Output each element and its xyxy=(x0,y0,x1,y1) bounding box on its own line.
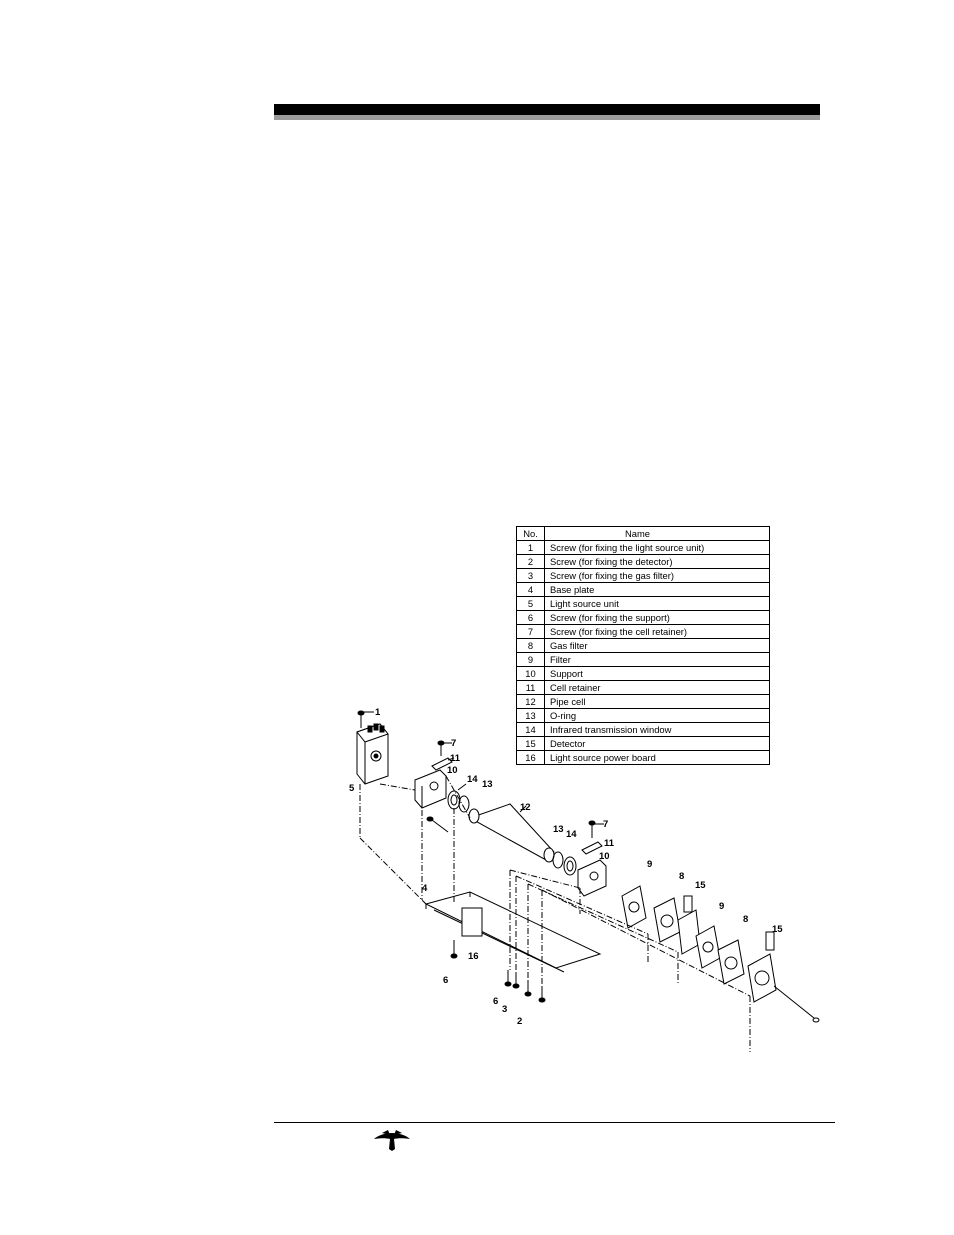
callout: 6 xyxy=(493,996,498,1007)
callout: 15 xyxy=(695,880,706,891)
part-name: Gas filter xyxy=(544,638,770,653)
callout: 13 xyxy=(553,824,564,835)
callout: 13 xyxy=(482,779,493,790)
callout: 2 xyxy=(517,1016,522,1027)
callout: 7 xyxy=(451,738,456,749)
alignment-lines xyxy=(359,775,751,1052)
callout: 11 xyxy=(450,753,461,764)
cell-retainer-left-part xyxy=(414,740,455,809)
part-name: Screw (for fixing the light source unit) xyxy=(544,540,770,555)
header-name: Name xyxy=(544,526,770,541)
part-name: Screw (for fixing the support) xyxy=(544,610,770,625)
part-number: 4 xyxy=(516,582,545,597)
part-number: 11 xyxy=(516,680,545,695)
part-name: Base plate xyxy=(544,582,770,597)
part-name: Light source power board xyxy=(544,750,770,765)
part-number: 1 xyxy=(516,540,545,555)
part-name: Light source unit xyxy=(544,596,770,611)
bottom-screws-part xyxy=(450,940,546,1003)
part-name: Cell retainer xyxy=(544,680,770,695)
part-number: 9 xyxy=(516,652,545,667)
callout: 9 xyxy=(719,901,724,912)
part-name: Support xyxy=(544,666,770,681)
diagram-labels: 1 5 7 11 10 14 13 12 13 14 7 11 10 9 8 1… xyxy=(349,707,783,1027)
filter-group-1-part xyxy=(621,885,701,955)
header-bar-shadow xyxy=(274,115,820,120)
part-number: 6 xyxy=(516,610,545,625)
callout: 8 xyxy=(679,871,684,882)
exploded-diagram: 1 5 7 11 10 14 13 12 13 14 7 11 10 9 8 1… xyxy=(349,707,820,1052)
part-number: 8 xyxy=(516,638,545,653)
part-name: Filter xyxy=(544,652,770,667)
callout: 14 xyxy=(566,829,577,840)
part-name: Screw (for fixing the detector) xyxy=(544,554,770,569)
filter-group-2-part xyxy=(695,925,820,1023)
header-no: No. xyxy=(516,526,545,541)
callout: 9 xyxy=(647,859,652,870)
part-number: 5 xyxy=(516,596,545,611)
pipe-cell-part xyxy=(468,803,555,863)
light-source-unit-part xyxy=(356,723,389,785)
callout: 10 xyxy=(599,851,610,862)
callout: 15 xyxy=(772,924,783,935)
part-name: Screw (for fixing the gas filter) xyxy=(544,568,770,583)
callout: 1 xyxy=(375,707,381,718)
part-number: 10 xyxy=(516,666,545,681)
part-number: 3 xyxy=(516,568,545,583)
callout: 3 xyxy=(502,1004,507,1015)
power-board-part xyxy=(461,907,483,937)
callout: 14 xyxy=(467,774,478,785)
header-bar xyxy=(274,104,820,115)
part-number: 2 xyxy=(516,554,545,569)
table-header-row: No. Name xyxy=(516,526,770,541)
callout: 12 xyxy=(520,802,531,813)
callout: 7 xyxy=(603,819,608,830)
screw-1-part xyxy=(357,710,374,728)
part-number: 7 xyxy=(516,624,545,639)
callout: 10 xyxy=(447,765,458,776)
callout: 5 xyxy=(349,783,355,794)
cell-retainer-right-part xyxy=(577,820,607,897)
callout: 11 xyxy=(604,838,615,849)
part-name: Screw (for fixing the cell retainer) xyxy=(544,624,770,639)
base-plate-part xyxy=(424,891,602,973)
window-oring-right-part xyxy=(552,851,577,876)
footer-rule xyxy=(274,1122,835,1123)
callout: 6 xyxy=(443,975,448,986)
callout: 8 xyxy=(743,914,748,925)
teledyne-logo-icon xyxy=(374,1130,410,1151)
callout: 16 xyxy=(468,951,479,962)
callout: 4 xyxy=(422,883,428,894)
